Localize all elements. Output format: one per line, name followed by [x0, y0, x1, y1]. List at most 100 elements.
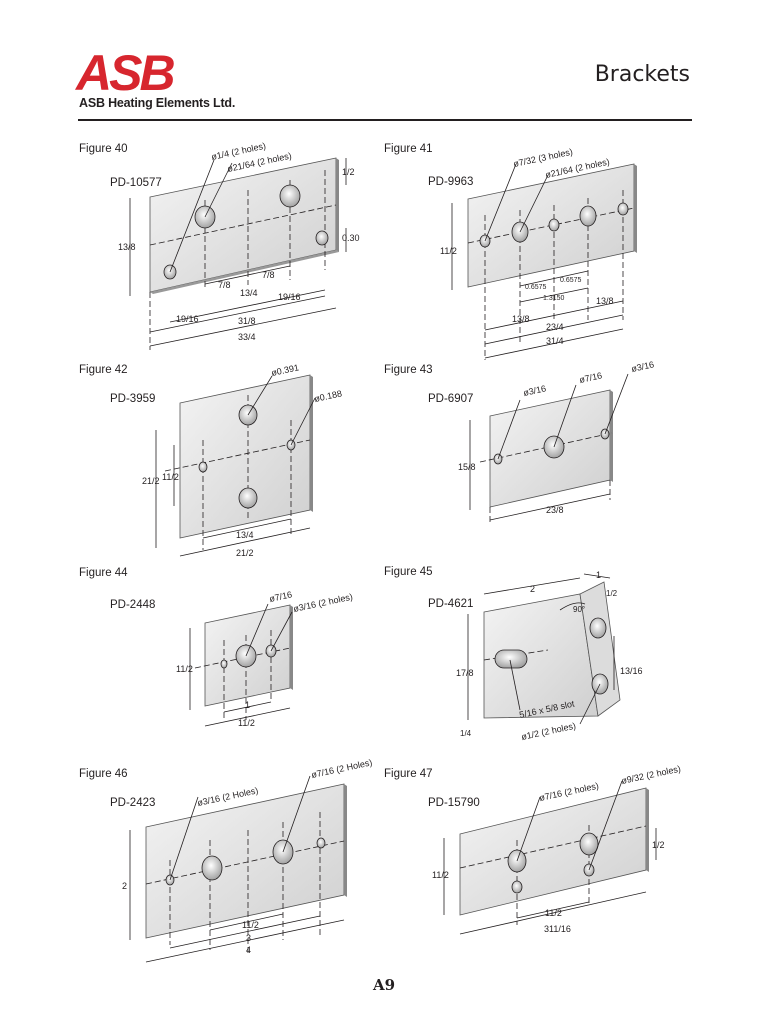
figure-44-drawing [189, 603, 293, 727]
figure-42-label: Figure 42 [79, 364, 128, 376]
figure-41-hole [548, 218, 560, 232]
figure-40-dimension: 13/8 [118, 242, 136, 252]
figure-42-dimension: 21/2 [236, 548, 254, 558]
figure-45-dimension: 17/8 [456, 668, 474, 678]
figure-40-dimension: 7/8 [262, 270, 275, 280]
figure-46-hole [316, 837, 326, 849]
figure-46-dimension: 2 [122, 881, 127, 891]
figure-44-dimension: 11/2 [176, 664, 193, 674]
figure-45-slot [494, 649, 528, 669]
figure-47-hole [511, 880, 523, 894]
figure-42-dimension: 13/4 [236, 530, 254, 540]
figure-40-dimension: 0.30 [342, 233, 360, 243]
figure-41-dimension: 13/8 [596, 296, 614, 306]
figure-44-callout: ø3/16 (2 holes) [292, 592, 353, 614]
figure-42-plate [179, 374, 311, 539]
figure-45-side-flange [579, 581, 621, 717]
figure-40-dimension: 1/2 [342, 167, 355, 177]
figure-42-dimension: 21/2 [142, 476, 160, 486]
figure-46-plate [145, 783, 345, 939]
figure-46-drawing [129, 775, 347, 963]
figure-40-dimension: 33/4 [238, 332, 256, 342]
figure-44-label: Figure 44 [79, 567, 128, 579]
figure-42-dimension: 11/2 [162, 472, 179, 482]
figure-46-hole [201, 855, 223, 881]
figure-43-callout: ø3/16 [522, 383, 547, 398]
figure-41-dimension: 0.6575 [560, 277, 582, 284]
figure-42-hole [198, 461, 208, 473]
figure-41-dimension: 31/4 [546, 336, 564, 346]
figure-43-callout: ø7/16 [578, 370, 603, 385]
figure-42-callout: ø0.188 [313, 388, 342, 404]
logo-text: ASB [74, 45, 174, 101]
figure-40-dimension: 7/8 [218, 280, 231, 290]
figure-47-dimension: 11/2 [545, 908, 562, 918]
figure-45-label: Figure 45 [384, 566, 433, 578]
figure-42-hole [238, 487, 258, 509]
figure-45-dimension: 1 [596, 570, 601, 580]
figure-47-callout: ø7/16 (2 holes) [538, 781, 599, 803]
figure-47-dimension: 11/2 [432, 870, 449, 880]
figure-40-dimension: 13/4 [240, 288, 258, 298]
figure-45-callout: ø1/2 (2 holes) [520, 721, 576, 742]
figure-45-dimension: 1/2 [606, 589, 618, 598]
figure-41-hole [579, 205, 597, 227]
figure-40-part-number: PD-10577 [110, 177, 162, 189]
figure-47-plate [459, 787, 647, 916]
figure-45-dimension: 1/4 [460, 729, 472, 738]
figure-40-dimension: 19/16 [278, 292, 301, 302]
header-divider [78, 119, 692, 121]
figure-47-label: Figure 47 [384, 768, 433, 780]
figure-42-drawing [155, 374, 316, 557]
page-number: A9 [372, 976, 396, 994]
figure-47-callout: ø9/32 (2 holes) [620, 764, 681, 786]
figure-45-part-number: PD-4621 [428, 598, 474, 610]
figure-46-dimension: 4 [246, 945, 251, 955]
figure-44-dimension: 11/2 [238, 718, 255, 728]
figure-42-part-number: PD-3959 [110, 393, 156, 405]
figure-47-hole [579, 832, 599, 856]
figure-41-part-number: PD-9963 [428, 176, 474, 188]
asb-logo: ASB [74, 45, 177, 101]
figure-47-part-number: PD-15790 [428, 797, 480, 809]
figure-45-dimension: 90° [573, 605, 585, 614]
figure-43-part-number: PD-6907 [428, 393, 474, 405]
figure-44-part-number: PD-2448 [110, 599, 156, 611]
company-name: ASB Heating Elements Ltd. [79, 96, 236, 110]
figure-40-hole [279, 184, 301, 208]
figure-45-drawing [467, 573, 621, 725]
figure-45-dimension: 13/16 [620, 666, 643, 676]
figure-40-dimension: 31/8 [238, 316, 256, 326]
figure-45-hole [589, 617, 607, 639]
figure-41-dimension: 1.3150 [543, 295, 565, 302]
figure-41-hole [617, 202, 629, 216]
figure-44-dimension: 1 [245, 700, 250, 710]
figure-43-drawing [469, 373, 629, 525]
figure-46-dimension: 3 [246, 933, 251, 943]
figure-41-dimension: 11/2 [440, 246, 457, 256]
figure-45-dimension: 2 [530, 584, 535, 594]
figure-41-dimension: 23/4 [546, 322, 564, 332]
figure-46-part-number: PD-2423 [110, 797, 156, 809]
page-title: Brackets [594, 62, 690, 87]
figure-41-label: Figure 41 [384, 143, 433, 155]
figure-46-dimension: 11/2 [242, 920, 259, 930]
figure-41-dimension: 0.6575 [525, 284, 547, 291]
figure-43-dimension: 23/8 [546, 505, 564, 515]
figure-40-label: Figure 40 [79, 143, 128, 155]
figure-46-callout: ø7/16 (2 Holes) [310, 757, 373, 780]
figure-47-dimension: 311/16 [544, 924, 571, 934]
figure-47-dimension: 1/2 [652, 840, 665, 850]
figure-43-callout: ø3/16 [630, 359, 655, 374]
figure-47-drawing [443, 780, 657, 935]
figure-41-dimension: 13/8 [512, 314, 530, 324]
figure-41-drawing [451, 163, 637, 360]
figure-46-label: Figure 46 [79, 768, 128, 780]
figure-42-callout: ø0.391 [270, 362, 299, 378]
figure-44-hole [220, 659, 228, 669]
figure-43-label: Figure 43 [384, 364, 433, 376]
figure-40-hole [315, 230, 329, 246]
figure-43-dimension: 15/8 [458, 462, 476, 472]
figure-40-dimension: 19/16 [176, 314, 199, 324]
